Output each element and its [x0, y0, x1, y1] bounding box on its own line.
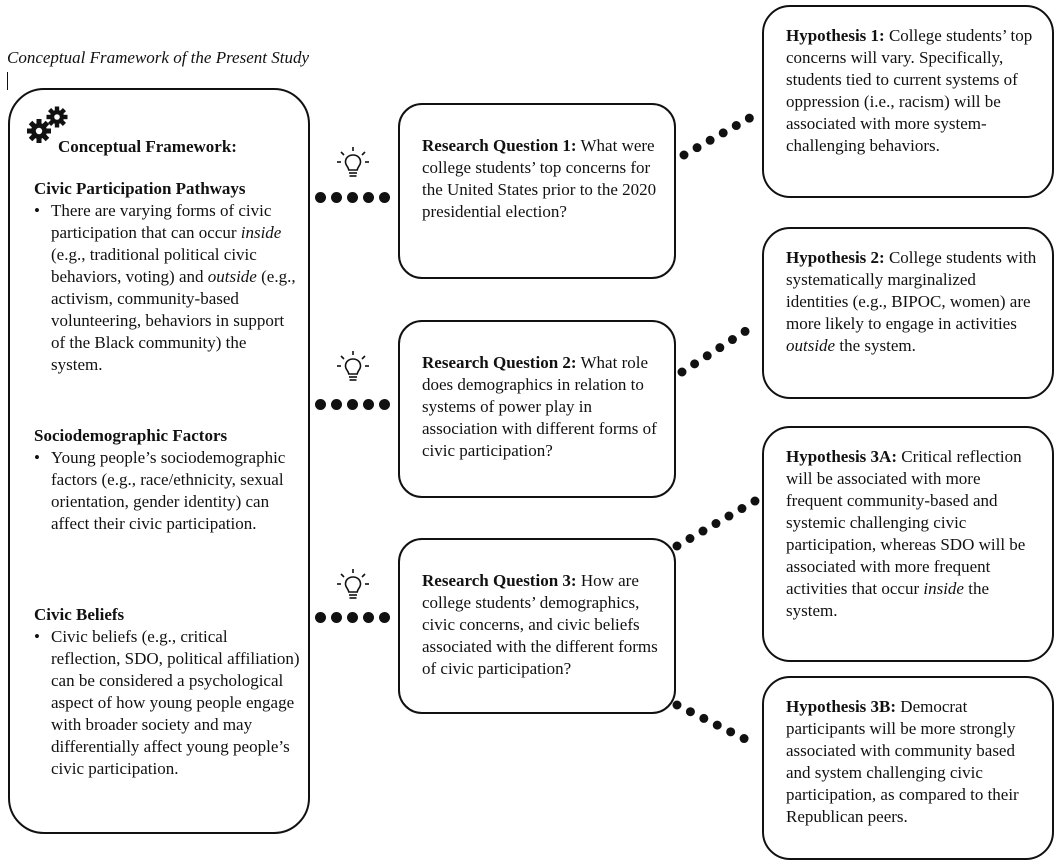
section-title: Sociodemographic Factors	[34, 426, 228, 445]
rq-text: What were college students’ top concerns…	[422, 136, 657, 221]
rq-label: Research Question 2:	[422, 353, 577, 372]
rq-text: How are college students’ demographics, …	[422, 571, 658, 678]
hypothesis-text: the system.	[835, 336, 916, 355]
rq-text: What role does demographics in relation …	[422, 353, 657, 460]
lightbulb-icon	[336, 350, 370, 391]
lightbulb-icon	[336, 146, 370, 187]
research-question-1-box: Research Question 1: What were college s…	[398, 103, 676, 279]
rq-label: Research Question 3:	[422, 571, 577, 590]
rq-label: Research Question 1:	[422, 136, 577, 155]
hypothesis-1-box: Hypothesis 1: College students’ top conc…	[762, 5, 1054, 198]
hypothesis-label: Hypothesis 2:	[786, 248, 885, 267]
text-cursor	[7, 72, 8, 90]
section-civic-beliefs: Civic Beliefs Civic beliefs (e.g., criti…	[34, 604, 300, 780]
lightbulb-icon	[336, 568, 370, 609]
dotted-connector-rq2	[315, 399, 390, 410]
section-bullet: There are varying forms of civic partici…	[34, 200, 300, 376]
section-bullet: Young people’s sociodemographic factors …	[34, 447, 300, 535]
hypothesis-text: Democrat participants will be more stron…	[786, 697, 1019, 826]
figure-title: Conceptual Framework of the Present Stud…	[7, 48, 310, 67]
dotted-connector-h1	[679, 110, 760, 160]
hypothesis-text: Critical reflection will be associated w…	[786, 447, 1026, 598]
section-civic-participation-pathways: Civic Participation Pathways There are v…	[34, 178, 300, 376]
hypothesis-text: College students with systematically mar…	[786, 248, 1037, 333]
hypothesis-label: Hypothesis 3A:	[786, 447, 897, 466]
dotted-connector-h3a	[672, 496, 760, 551]
dotted-connector-rq3	[315, 612, 390, 623]
gears-icon	[24, 104, 74, 152]
section-sociodemographic-factors: Sociodemographic Factors Young people’s …	[34, 425, 300, 535]
hypothesis-text: the system.	[786, 579, 990, 620]
hypothesis-3a-box: Hypothesis 3A: Critical reflection will …	[762, 426, 1054, 662]
hypothesis-text: College students’ top concerns will vary…	[786, 26, 1033, 155]
dotted-connector-h2	[677, 320, 760, 377]
section-title: Civic Beliefs	[34, 605, 125, 624]
framework-heading: Conceptual Framework:	[58, 137, 237, 156]
dotted-connector-h3b	[672, 700, 760, 749]
hypothesis-label: Hypothesis 1:	[786, 26, 885, 45]
conceptual-framework-box: Conceptual Framework: Civic Participatio…	[8, 88, 310, 834]
hypothesis-2-box: Hypothesis 2: College students with syst…	[762, 227, 1054, 399]
hypothesis-label: Hypothesis 3B:	[786, 697, 897, 716]
research-question-2-box: Research Question 2: What role does demo…	[398, 320, 676, 498]
hypothesis-emphasis: inside	[923, 579, 964, 598]
hypothesis-emphasis: outside	[786, 336, 836, 355]
hypothesis-3b-box: Hypothesis 3B: Democrat participants wil…	[762, 676, 1054, 860]
section-title: Civic Participation Pathways	[34, 179, 246, 198]
section-bullet: Civic beliefs (e.g., critical reflection…	[34, 626, 300, 780]
dotted-connector-rq1	[315, 192, 390, 203]
research-question-3-box: Research Question 3: How are college stu…	[398, 538, 676, 714]
